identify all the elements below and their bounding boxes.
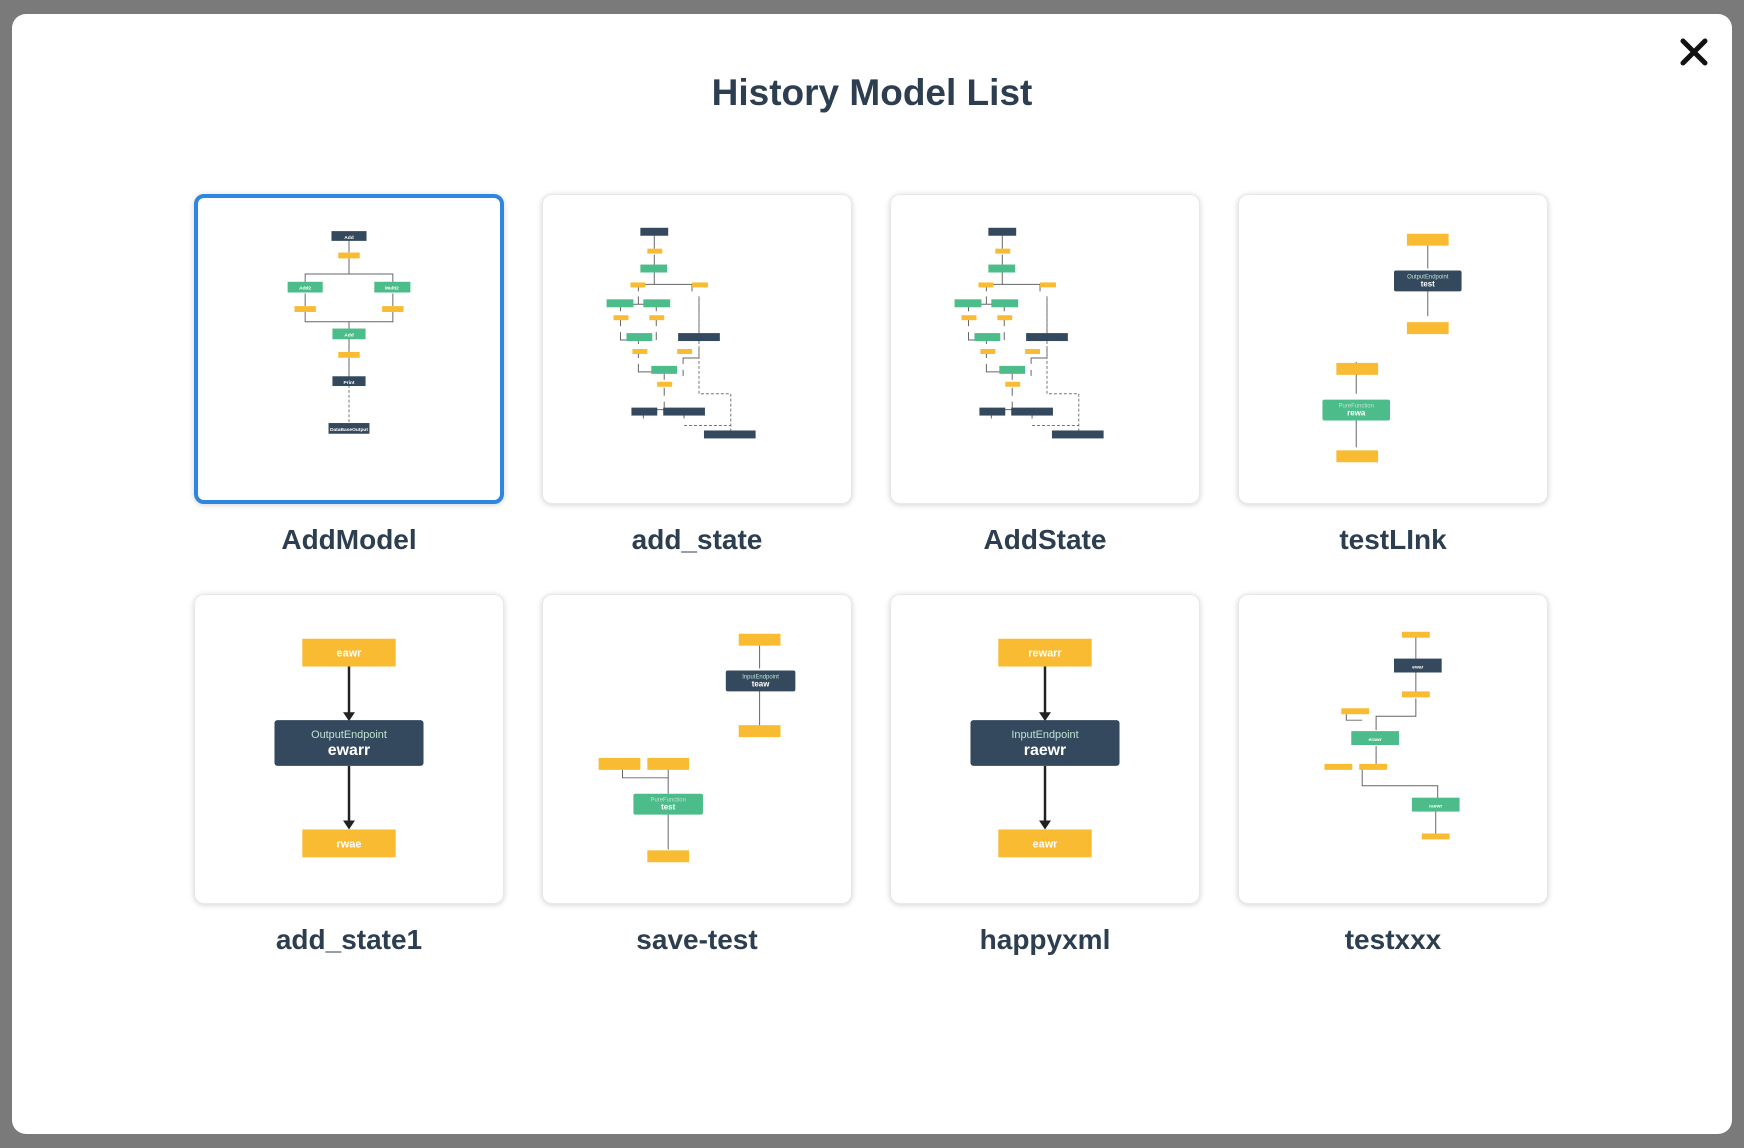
model-thumbnail[interactable]: OutputEndpoint test PureFunction rewa (1238, 194, 1548, 504)
diagram-preview: rewarr InputEndpoint raewr eawr (970, 638, 1120, 858)
model-thumbnail[interactable]: rewarr InputEndpoint raewr eawr (890, 594, 1200, 904)
node-type-label: PureFunction (1339, 404, 1374, 410)
model-thumbnail[interactable]: ewar erawr raewr (1238, 594, 1548, 904)
diagram-preview: InputEndpoint teaw PureFunction test (598, 633, 796, 863)
node-label: test (661, 803, 675, 812)
node-label: eawr (337, 648, 363, 660)
model-name[interactable]: testLInk (1339, 524, 1447, 555)
node-label: Multi2 (385, 286, 399, 292)
node-label: erawr (1369, 737, 1382, 743)
diagram-preview (954, 227, 1104, 439)
node-label: raewr (1024, 742, 1066, 759)
node-type-label: InputEndpoint (742, 674, 779, 680)
close-icon (1680, 38, 1708, 66)
node-label: Add (344, 235, 353, 241)
model-card-add-state1[interactable]: eawr OutputEndpoint ewarr rwae add_state… (194, 594, 504, 994)
model-name[interactable]: add_state (631, 524, 763, 555)
node-label: Print (343, 380, 354, 386)
model-name[interactable]: happyxml (979, 924, 1111, 955)
node-label: DataBaseOutput (330, 427, 368, 433)
model-thumbnail[interactable] (890, 194, 1200, 504)
model-card-addstate[interactable]: AddState (890, 194, 1200, 594)
model-name[interactable]: save-test (636, 924, 758, 955)
model-name[interactable]: AddModel (281, 524, 417, 555)
model-thumbnail[interactable]: Add Add2 Multi2 Add Print DataBaseOutput (194, 194, 504, 504)
model-thumbnail[interactable] (542, 194, 852, 504)
model-card-addmodel[interactable]: Add Add2 Multi2 Add Print DataBaseOutput (194, 194, 504, 594)
node-label: raewr (1429, 804, 1442, 810)
node-type-label: OutputEndpoint (311, 729, 387, 741)
model-card-add-state[interactable]: add_state (542, 194, 852, 594)
model-card-testxxx[interactable]: ewar erawr raewr testxxx (1238, 594, 1548, 994)
node-label: ewar (1412, 665, 1423, 671)
node-label: ewarr (328, 742, 370, 759)
diagram-preview: OutputEndpoint test PureFunction rewa (1322, 233, 1462, 463)
node-label: rwae (337, 838, 362, 850)
node-label: Add2 (299, 286, 311, 292)
diagram-preview: ewar erawr raewr (1324, 631, 1460, 840)
model-name[interactable]: add_state1 (275, 924, 423, 955)
diagram-preview (606, 227, 756, 439)
node-type-label: InputEndpoint (1011, 729, 1078, 741)
history-model-dialog: History Model List Add Add2 (12, 14, 1732, 1134)
model-grid: Add Add2 Multi2 Add Print DataBaseOutput (194, 194, 1562, 994)
node-type-label: OutputEndpoint (1407, 274, 1449, 280)
node-label: test (1421, 279, 1435, 288)
model-name[interactable]: testxxx (1344, 924, 1442, 955)
model-thumbnail[interactable]: InputEndpoint teaw PureFunction test (542, 594, 852, 904)
diagram-preview: Add Add2 Multi2 Add Print DataBaseOutput (287, 231, 411, 434)
diagram-preview: eawr OutputEndpoint ewarr rwae (274, 638, 424, 858)
node-label: Add (344, 332, 353, 338)
model-name[interactable]: AddState (983, 524, 1107, 555)
node-label: teaw (752, 679, 770, 688)
dialog-title: History Model List (711, 72, 1033, 113)
model-thumbnail[interactable]: eawr OutputEndpoint ewarr rwae (194, 594, 504, 904)
node-type-label: PureFunction (650, 798, 685, 804)
node-label: eawr (1033, 838, 1059, 850)
model-card-save-test[interactable]: InputEndpoint teaw PureFunction test sav… (542, 594, 852, 994)
close-button[interactable] (1674, 32, 1714, 72)
model-card-happyxml[interactable]: rewarr InputEndpoint raewr eawr happyxml (890, 594, 1200, 994)
model-card-testlink[interactable]: OutputEndpoint test PureFunction rewa te… (1238, 194, 1548, 594)
node-label: rewarr (1028, 648, 1062, 660)
node-label: rewa (1347, 409, 1366, 418)
